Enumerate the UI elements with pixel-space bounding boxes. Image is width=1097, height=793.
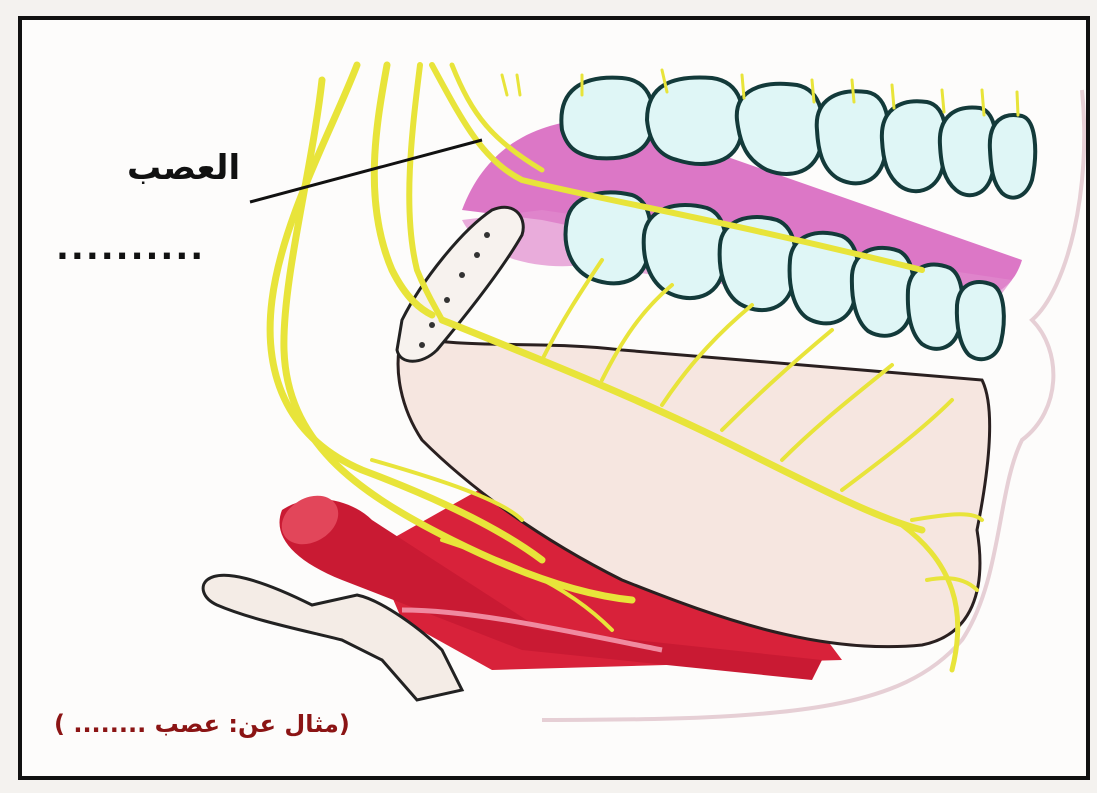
upper-tooth <box>737 84 823 174</box>
caption: (مثال عن: عصب ........ ) <box>54 710 350 738</box>
blank-answer-line: .......... <box>56 228 205 268</box>
diagram-frame: العصب .......... (مثال عن: عصب ........ … <box>18 16 1090 780</box>
lower-tooth <box>908 265 963 349</box>
nerve-label-pointer <box>250 140 482 202</box>
jaw-nerve-illustration <box>22 20 1086 776</box>
upper-tooth <box>817 91 889 183</box>
upper-tooth <box>940 107 996 195</box>
upper-tooth <box>882 101 946 191</box>
nerve-label: العصب <box>127 148 240 188</box>
upper-tooth <box>647 77 743 163</box>
mandible-cut-section <box>397 207 523 361</box>
upper-tooth <box>561 78 653 159</box>
upper-tooth <box>990 115 1035 198</box>
lower-tooth <box>957 282 1004 359</box>
